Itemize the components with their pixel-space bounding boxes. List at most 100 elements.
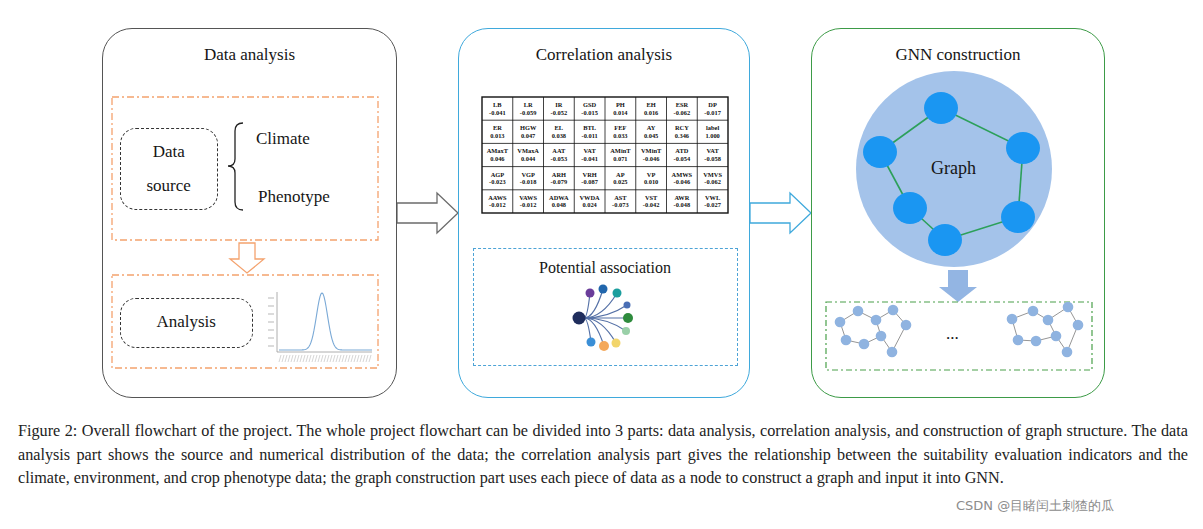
mini-graph-node bbox=[1007, 314, 1018, 325]
table-cell: EH 0.016 bbox=[636, 97, 667, 120]
tick-mark bbox=[363, 355, 365, 362]
tick-mark bbox=[357, 355, 359, 362]
table-rule bbox=[605, 97, 606, 213]
mini-graph-node bbox=[835, 317, 846, 328]
table-cell: VRH -0.087 bbox=[574, 167, 605, 190]
table-cell: AY 0.045 bbox=[636, 120, 667, 143]
panel-title: Correlation analysis bbox=[536, 45, 672, 65]
source-box: Data source bbox=[120, 128, 218, 210]
tick-mark bbox=[327, 355, 329, 362]
down-arrow bbox=[939, 270, 977, 302]
tick-mark bbox=[336, 355, 338, 362]
table-cell: AWR -0.048 bbox=[667, 190, 698, 213]
table-rule bbox=[482, 143, 728, 144]
tick-mark bbox=[360, 355, 362, 362]
table-cell: AAT -0.053 bbox=[544, 143, 575, 166]
table-cell: ARH -0.079 bbox=[544, 167, 575, 190]
category-label: Phenotype bbox=[258, 187, 330, 207]
table-rule bbox=[666, 97, 667, 213]
tick-mark bbox=[342, 355, 344, 362]
tick-mark bbox=[369, 355, 371, 362]
table-rule bbox=[697, 97, 698, 213]
table-cell: GSD -0.015 bbox=[574, 97, 605, 120]
table-cell: VGP -0.018 bbox=[513, 167, 544, 190]
tick-mark bbox=[315, 355, 317, 362]
panel-title: GNN construction bbox=[895, 45, 1020, 65]
table-cell: AMinT 0.071 bbox=[605, 143, 636, 166]
association-dot bbox=[573, 312, 586, 325]
table-cell: VMaxA 0.044 bbox=[513, 143, 544, 166]
section-panel: Data analysisData sourceAnalysis bbox=[102, 28, 397, 398]
tick-mark bbox=[345, 355, 347, 362]
mini-graph-node bbox=[871, 315, 882, 326]
tick-mark bbox=[297, 355, 299, 362]
dashed-region bbox=[112, 97, 378, 240]
table-cell: VAWS -0.012 bbox=[513, 190, 544, 213]
association-link bbox=[584, 289, 603, 318]
tick-mark bbox=[309, 355, 311, 362]
tick-mark bbox=[285, 355, 287, 362]
table-cell: PH 0.014 bbox=[605, 97, 636, 120]
category-label: Climate bbox=[256, 129, 310, 149]
table-frame bbox=[482, 97, 728, 213]
graph-label: Graph bbox=[931, 158, 976, 180]
tick-mark bbox=[303, 355, 305, 362]
tick-mark bbox=[268, 321, 274, 322]
graph-vertex bbox=[1001, 201, 1035, 233]
association-box: Potential association bbox=[473, 248, 738, 366]
tick-mark bbox=[268, 305, 274, 306]
association-dot bbox=[599, 285, 608, 294]
mini-graph-node bbox=[1028, 306, 1039, 317]
tick-mark bbox=[333, 355, 335, 362]
table-cell: AMWS -0.046 bbox=[667, 167, 698, 190]
association-dot bbox=[586, 289, 595, 298]
down-arrow bbox=[230, 243, 264, 273]
table-cell: label 1.000 bbox=[697, 120, 728, 143]
table-cell: RCY 0.346 bbox=[667, 120, 698, 143]
tick-mark bbox=[351, 355, 353, 362]
mini-graph-node bbox=[1063, 302, 1074, 313]
graph-vertex bbox=[893, 192, 927, 224]
tick-mark bbox=[354, 355, 356, 362]
association-dot bbox=[624, 302, 631, 309]
association-dot bbox=[587, 338, 596, 347]
table-rule bbox=[482, 120, 728, 121]
tick-mark bbox=[288, 355, 290, 362]
box-label: Analysis bbox=[156, 312, 216, 332]
panel-title: Data analysis bbox=[204, 45, 295, 65]
mini-graph-node bbox=[1043, 315, 1054, 326]
table-cell: VWDA 0.024 bbox=[574, 190, 605, 213]
table-cell: ESR -0.062 bbox=[667, 97, 698, 120]
table-cell: VP 0.010 bbox=[636, 167, 667, 190]
mini-graph-node bbox=[888, 305, 899, 316]
box-title: Potential association bbox=[539, 258, 671, 277]
table-cell: IR -0.052 bbox=[544, 97, 575, 120]
table-rule bbox=[543, 97, 544, 213]
hollow-arrow bbox=[397, 193, 458, 233]
mini-graph-node bbox=[859, 339, 870, 350]
table-cell: AGP -0.023 bbox=[482, 167, 513, 190]
tick-mark bbox=[318, 355, 320, 362]
association-dot bbox=[612, 339, 621, 348]
tick-mark bbox=[324, 355, 326, 362]
distribution-curve bbox=[279, 293, 372, 350]
table-rule bbox=[574, 97, 575, 213]
section-panel: Correlation analysisPotential associatio… bbox=[458, 28, 750, 398]
tick-mark bbox=[268, 329, 274, 330]
table-cell: AMaxT 0.046 bbox=[482, 143, 513, 166]
tick-mark bbox=[291, 355, 293, 362]
table-cell: ADWA 0.048 bbox=[544, 190, 575, 213]
graph-circle: Graph bbox=[855, 70, 1053, 268]
tick-mark bbox=[339, 355, 341, 362]
tick-mark bbox=[279, 355, 281, 362]
table-cell: VMinT -0.046 bbox=[636, 143, 667, 166]
mini-graph-node bbox=[901, 320, 912, 331]
mini-graph-node bbox=[1051, 331, 1062, 342]
association-link bbox=[584, 305, 627, 318]
dashed-region bbox=[112, 275, 378, 368]
table-cell: LB -0.041 bbox=[482, 97, 513, 120]
table-cell: VMVS -0.062 bbox=[697, 167, 728, 190]
tick-mark bbox=[268, 313, 274, 314]
table-cell: LR -0.059 bbox=[513, 97, 544, 120]
tick-mark bbox=[300, 355, 302, 362]
